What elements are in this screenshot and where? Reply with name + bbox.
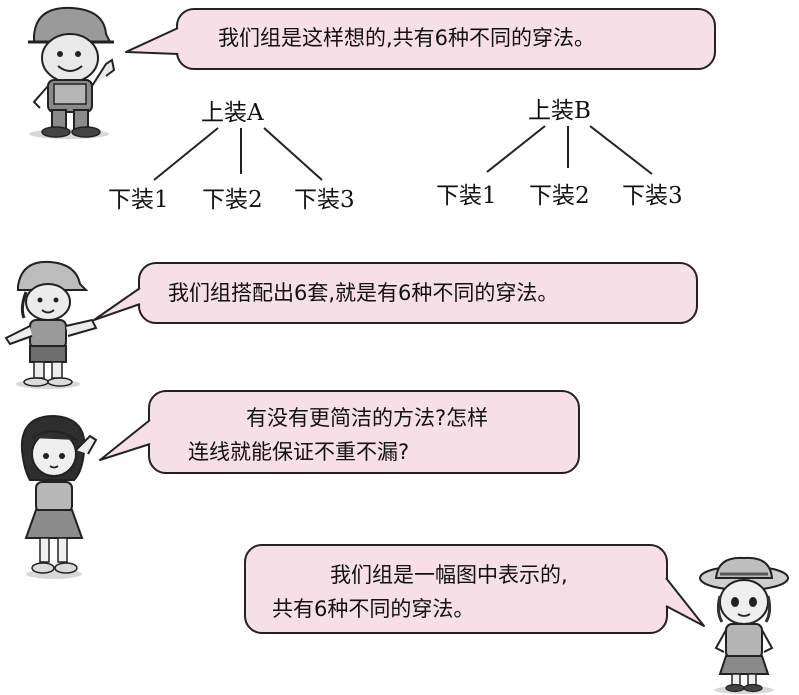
bubble-2-line-1: 我们组搭配出6套,就是有6种不同的穿法。 [168, 281, 559, 305]
girl-cap-illustration [4, 260, 98, 389]
tree-b-root: 上装B [528, 98, 591, 124]
tree-b-leaf-2: 下装2 [529, 183, 590, 209]
tree-a-leaf-1: 下装1 [108, 187, 169, 213]
tree-a-leaf-3: 下装3 [294, 187, 355, 213]
bubble-4-line-1: 我们组是一幅图中表示的, [330, 563, 568, 587]
girl-hat-illustration [699, 556, 789, 694]
girl-thinking-illustration [20, 414, 98, 579]
speech-bubble-4: 我们组是一幅图中表示的, 共有6种不同的穿法。 [244, 544, 668, 634]
speech-bubble-3: 有没有更简洁的方法?怎样 连线就能保证不重不漏? [148, 390, 580, 474]
bubble-1-line-1: 我们组是这样想的,共有6种不同的穿法。 [218, 26, 596, 50]
bubble-3-line-2: 连线就能保证不重不漏? [188, 440, 410, 464]
boy-thumbs-up-illustration [28, 6, 116, 139]
tree-b-leaf-1: 下装1 [436, 183, 497, 209]
tree-a-root: 上装A [201, 100, 264, 126]
bubble-4-line-2: 共有6种不同的穿法。 [272, 597, 475, 621]
tree-b-leaf-3: 下装3 [622, 183, 683, 209]
tree-a-leaf-2: 下装2 [202, 187, 263, 213]
bubble-3-line-1: 有没有更简洁的方法?怎样 [246, 406, 489, 430]
speech-bubble-2: 我们组搭配出6套,就是有6种不同的穿法。 [138, 262, 698, 324]
